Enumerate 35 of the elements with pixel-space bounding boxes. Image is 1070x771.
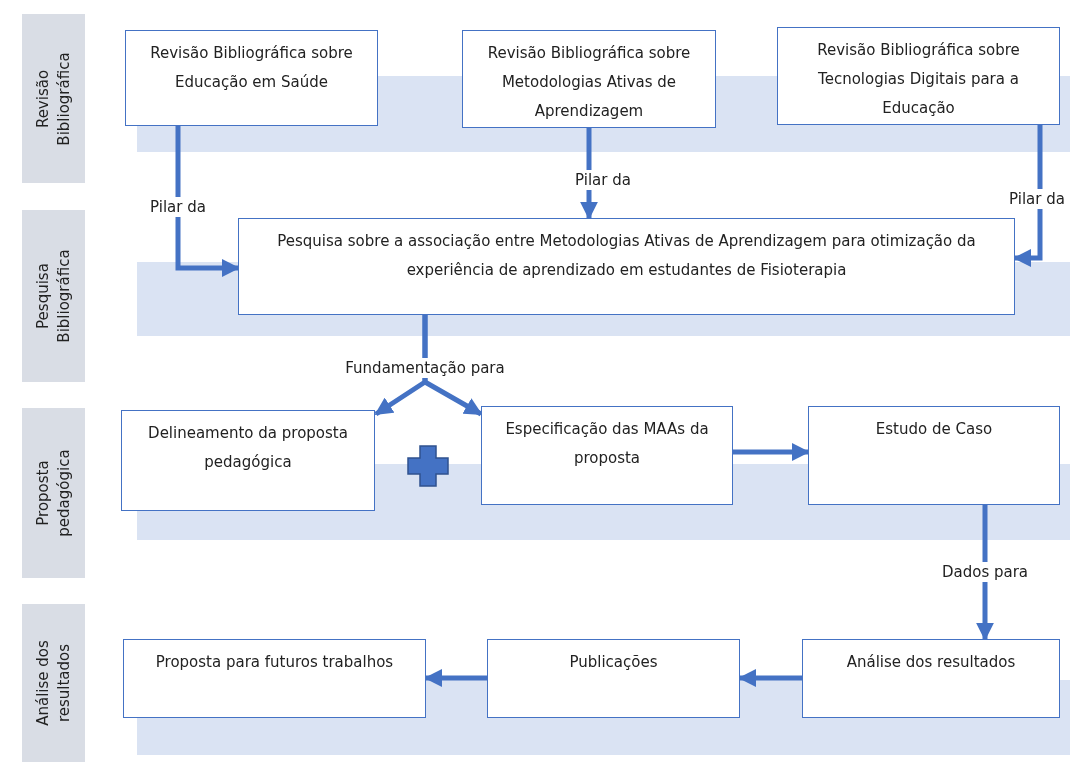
arrow <box>1013 125 1043 267</box>
process-box <box>481 406 733 505</box>
process-box <box>802 639 1060 718</box>
row-header <box>22 408 85 578</box>
row-title: Proposta pedagógica <box>32 448 74 539</box>
box-text: Estudo de Caso <box>875 420 993 438</box>
box-text: Revisão Bibliográfica sobre Tecnologias Digitais para a Educação <box>817 41 1020 117</box>
row-header <box>22 14 85 183</box>
box-text: Publicações <box>569 653 658 671</box>
arrow <box>422 315 483 417</box>
arrow <box>738 669 802 687</box>
process-box <box>777 27 1060 125</box>
row-header <box>22 604 85 762</box>
row-title: Pesquisa Bibliográfica <box>32 248 74 345</box>
box-text: Especificação das MAAs da proposta <box>505 420 709 467</box>
process-box <box>121 410 375 511</box>
row-title: Análise dos resultados <box>32 639 74 728</box>
box-text: Pesquisa sobre a associação entre Metodologias Ativas de Aprendizagem para otimização da experiência de aprendizado em estudantes de Fisioterapia <box>277 232 976 279</box>
process-box <box>808 406 1060 505</box>
process-box <box>487 639 740 718</box>
arrow <box>175 126 240 277</box>
process-box <box>123 639 426 718</box>
box-text: Revisão Bibliográfica sobre Metodologias Ativas de Aprendizagem <box>487 44 691 120</box>
box-text: Proposta para futuros trabalhos <box>155 653 394 671</box>
arrow <box>424 669 487 687</box>
box-text: Análise dos resultados <box>846 653 1016 671</box>
process-box <box>238 218 1015 315</box>
process-box <box>125 30 378 126</box>
row-title: Revisão Bibliográfica <box>32 50 74 148</box>
box-text: Revisão Bibliográfica sobre Educação em Saúde <box>150 44 353 91</box>
arrow <box>976 505 994 641</box>
row-header <box>22 210 85 382</box>
process-box <box>462 30 716 128</box>
arrow <box>733 443 810 461</box>
box-text: Delineamento da proposta pedagógica <box>148 424 348 471</box>
